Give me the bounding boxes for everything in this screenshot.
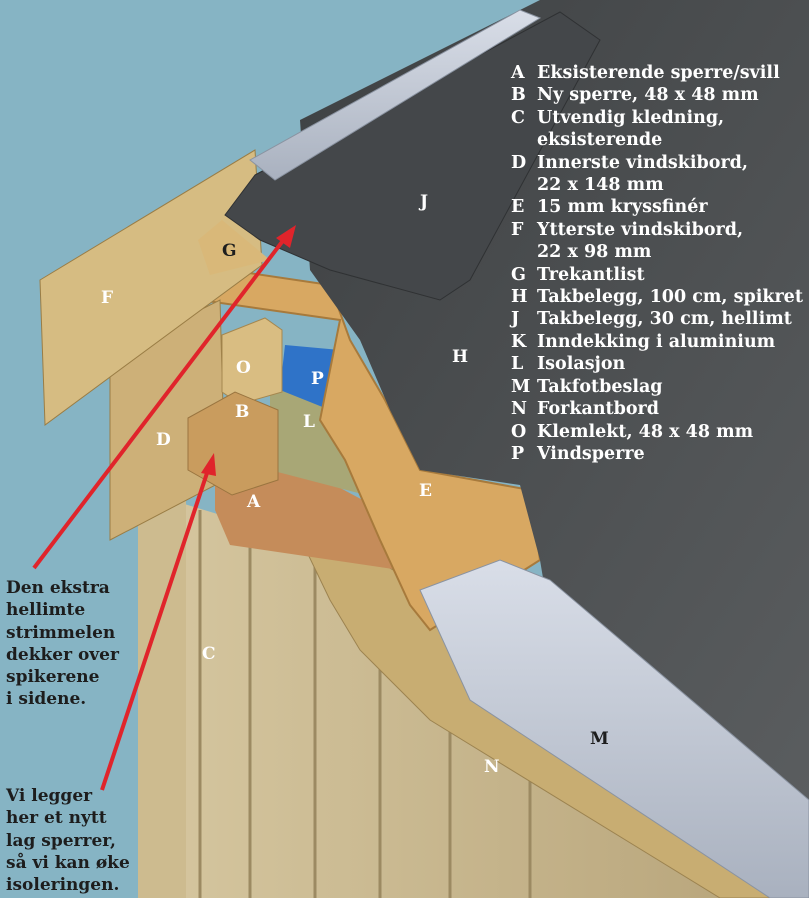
- arrow-head-strip: [276, 225, 296, 248]
- callout-rafters-text: Vi legger her et nytt lag sperrer, så vi…: [6, 786, 130, 896]
- batten: [221, 317, 283, 405]
- label-g: G: [222, 241, 237, 261]
- label-a: A: [247, 492, 261, 512]
- label-f: F: [101, 288, 114, 308]
- label-l: L: [303, 412, 315, 432]
- label-c: C: [202, 644, 216, 664]
- glued-roofing-strip: [224, 11, 601, 301]
- arrow-to-rafters: [100, 469, 210, 791]
- plywood-panel: [193, 263, 542, 632]
- arrow-head-rafters: [201, 453, 216, 476]
- label-e: E: [419, 481, 432, 501]
- label-j: J: [420, 192, 429, 212]
- eaves-flashing: [419, 559, 809, 898]
- label-h: H: [452, 347, 469, 367]
- arrow-to-strip: [32, 236, 287, 570]
- label-b: B: [235, 402, 250, 422]
- label-o: O: [236, 358, 251, 378]
- callout-strip-text: Den ekstra hellimte strimmelen dekker ov…: [6, 578, 119, 710]
- triangle-strip: [198, 220, 270, 275]
- label-n: N: [484, 757, 500, 777]
- label-d: D: [156, 430, 171, 450]
- aluminium-flashing: [249, 9, 542, 181]
- label-m: M: [590, 729, 609, 749]
- callout-arrows: [32, 225, 296, 791]
- label-p: P: [311, 369, 324, 389]
